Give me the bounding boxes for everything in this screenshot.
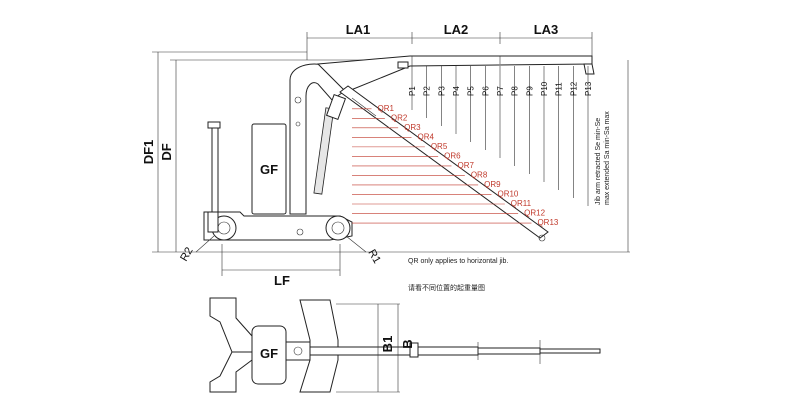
note-jib-extended: max extended Sa min-Sa max — [604, 111, 611, 205]
dim-la1: LA1 — [346, 22, 371, 37]
dim-la3: LA3 — [534, 22, 559, 37]
qr-label: QR8 — [471, 170, 488, 179]
qr-note: QR only applies to horizontal jib. — [408, 258, 508, 265]
cn-note: 请看不同位置的起重量图 — [408, 283, 485, 292]
p-label: P12 — [569, 81, 578, 96]
dim-b1: B1 — [380, 336, 395, 353]
inclined-jib — [339, 85, 549, 242]
p-label: P7 — [496, 86, 505, 96]
p-label: P8 — [511, 86, 520, 96]
note-jib-retracted: Jib arm retracted Se min-Se — [595, 118, 602, 205]
p-label: P2 — [423, 86, 432, 96]
qr-label: QR3 — [404, 123, 421, 132]
p-label: P13 — [584, 81, 593, 96]
jib-length-dimensions: LA1 LA2 LA3 — [306, 22, 593, 70]
top-view-crane: GF B1 B — [209, 297, 601, 393]
qr-label: QR12 — [524, 209, 545, 218]
base-dimensions: LF R2 R1 — [178, 235, 383, 288]
qr-label: QR1 — [378, 104, 395, 113]
qr-label: QR10 — [497, 189, 518, 198]
p-label: P9 — [525, 86, 534, 96]
p-label: P11 — [555, 82, 564, 96]
dim-df: DF — [159, 143, 174, 160]
p-label: P5 — [467, 86, 476, 96]
p-label: P3 — [437, 86, 446, 96]
dim-b: B — [400, 339, 415, 348]
qr-label: QR2 — [391, 113, 408, 122]
qr-positions: QR1QR2QR3QR4QR5QR6QR7QR8QR9QR10QR11QR12Q… — [352, 104, 559, 227]
qr-label: QR7 — [457, 161, 474, 170]
p-label: P4 — [452, 86, 461, 96]
dim-lf: LF — [274, 273, 290, 288]
qr-label: QR13 — [537, 218, 558, 227]
p-label: P1 — [408, 86, 417, 96]
qr-label: QR4 — [418, 132, 435, 141]
qr-label: QR9 — [484, 180, 501, 189]
dim-r1: R1 — [365, 248, 382, 266]
dim-df1: DF1 — [141, 140, 156, 165]
qr-label: QR11 — [511, 199, 532, 208]
dim-r2: R2 — [178, 245, 195, 263]
dim-la2: LA2 — [444, 22, 469, 37]
p-positions: P1 P2 P3 P4 P5 P6 P7 P8 P9 P10 P11 P12 P13 — [408, 66, 593, 206]
qr-label: QR5 — [431, 142, 448, 151]
side-view-crane: GF — [203, 55, 595, 241]
p-label: P10 — [540, 81, 549, 96]
gf-top-label: GF — [260, 346, 278, 361]
p-label: P6 — [481, 86, 490, 96]
gf-side-label: GF — [260, 162, 278, 177]
right-height-line: Jib arm retracted Se min-Se max extended… — [595, 60, 629, 252]
qr-label: QR6 — [444, 151, 461, 160]
